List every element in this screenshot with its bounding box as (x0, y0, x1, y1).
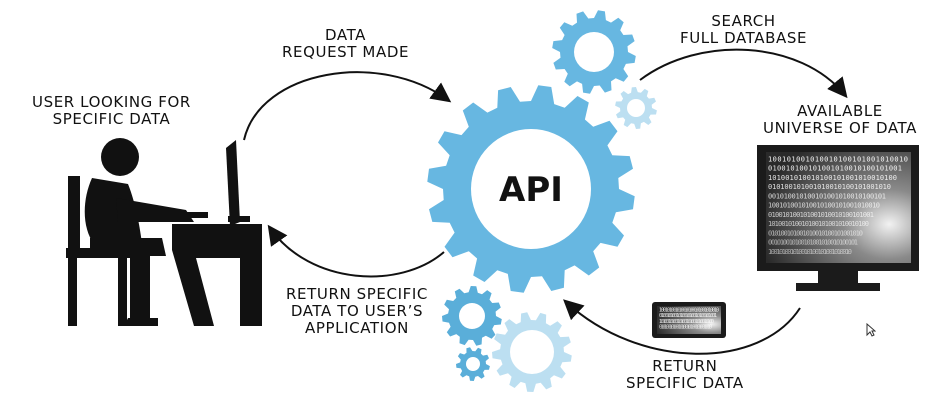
svg-text:100101001010010100101001010010: 100101001010010100101001010010 (768, 202, 880, 210)
arrow-request (243, 71, 452, 141)
svg-text:010100101001010010100101001010: 010100101001010010100101001010 (768, 183, 891, 191)
label-return-specific-data: RETURN SPECIFIC DATA (626, 357, 744, 392)
svg-text:101001010010100101001010010100: 101001010010100101001010010100 (768, 174, 897, 182)
arrow-return-user (267, 224, 445, 278)
user-at-computer-icon (66, 138, 262, 326)
svg-text:101001010010100101001010010100: 101001010010100101001010010100 (768, 220, 869, 228)
gear-bottom-small-icon (456, 347, 490, 381)
svg-text:100101001010010100101001010010: 100101001010010100101001010010 (659, 308, 719, 314)
gear-bottom-left-icon (442, 286, 502, 346)
label-return-to-user: RETURN SPECIFIC DATA TO USER’S APPLICATI… (286, 285, 428, 337)
svg-text:010010100101001010010100101001: 010010100101001010010100101001 (768, 165, 902, 173)
monitor-data-icon: 1001010010100101001010010100100100101001… (757, 145, 919, 291)
gear-top-small-icon (615, 87, 657, 129)
tablet-data-icon: 1001010010100101001010010100100100101001… (652, 302, 726, 338)
label-available-universe: AVAILABLE UNIVERSE OF DATA (763, 102, 917, 137)
gear-bottom-light-icon (492, 312, 572, 392)
label-data-request: DATA REQUEST MADE (282, 26, 410, 61)
svg-text:101001010010100101001010010100: 101001010010100101001010010100 (659, 319, 714, 325)
gear-api-icon (427, 85, 635, 293)
gear-top-icon (552, 10, 636, 94)
label-search-database: SEARCH FULL DATABASE (680, 12, 808, 47)
svg-text:010010100101001010010100101001: 010010100101001010010100101001 (659, 313, 717, 319)
svg-text:010100101001010010100101001010: 010100101001010010100101001010 (659, 324, 712, 330)
svg-text:010100101001010010100101001010: 010100101001010010100101001010 (768, 229, 863, 237)
api-label: API (499, 170, 563, 210)
svg-text:001010010100101001010010100101: 001010010100101001010010100101 (768, 239, 858, 247)
cursor-icon (866, 323, 876, 337)
label-user-looking: USER LOOKING FOR SPECIFIC DATA (32, 93, 191, 128)
svg-text:001010010100101001010010100101: 001010010100101001010010100101 (768, 192, 886, 200)
arrow-search (639, 48, 848, 99)
svg-text:010010100101001010010100101001: 010010100101001010010100101001 (768, 211, 874, 219)
svg-text:100101001010010100101001010010: 100101001010010100101001010010 (768, 155, 908, 163)
arrow-return-data (563, 299, 801, 355)
gears-group (427, 10, 657, 392)
svg-text:100101001010010100101001010010: 100101001010010100101001010010 (768, 248, 852, 256)
